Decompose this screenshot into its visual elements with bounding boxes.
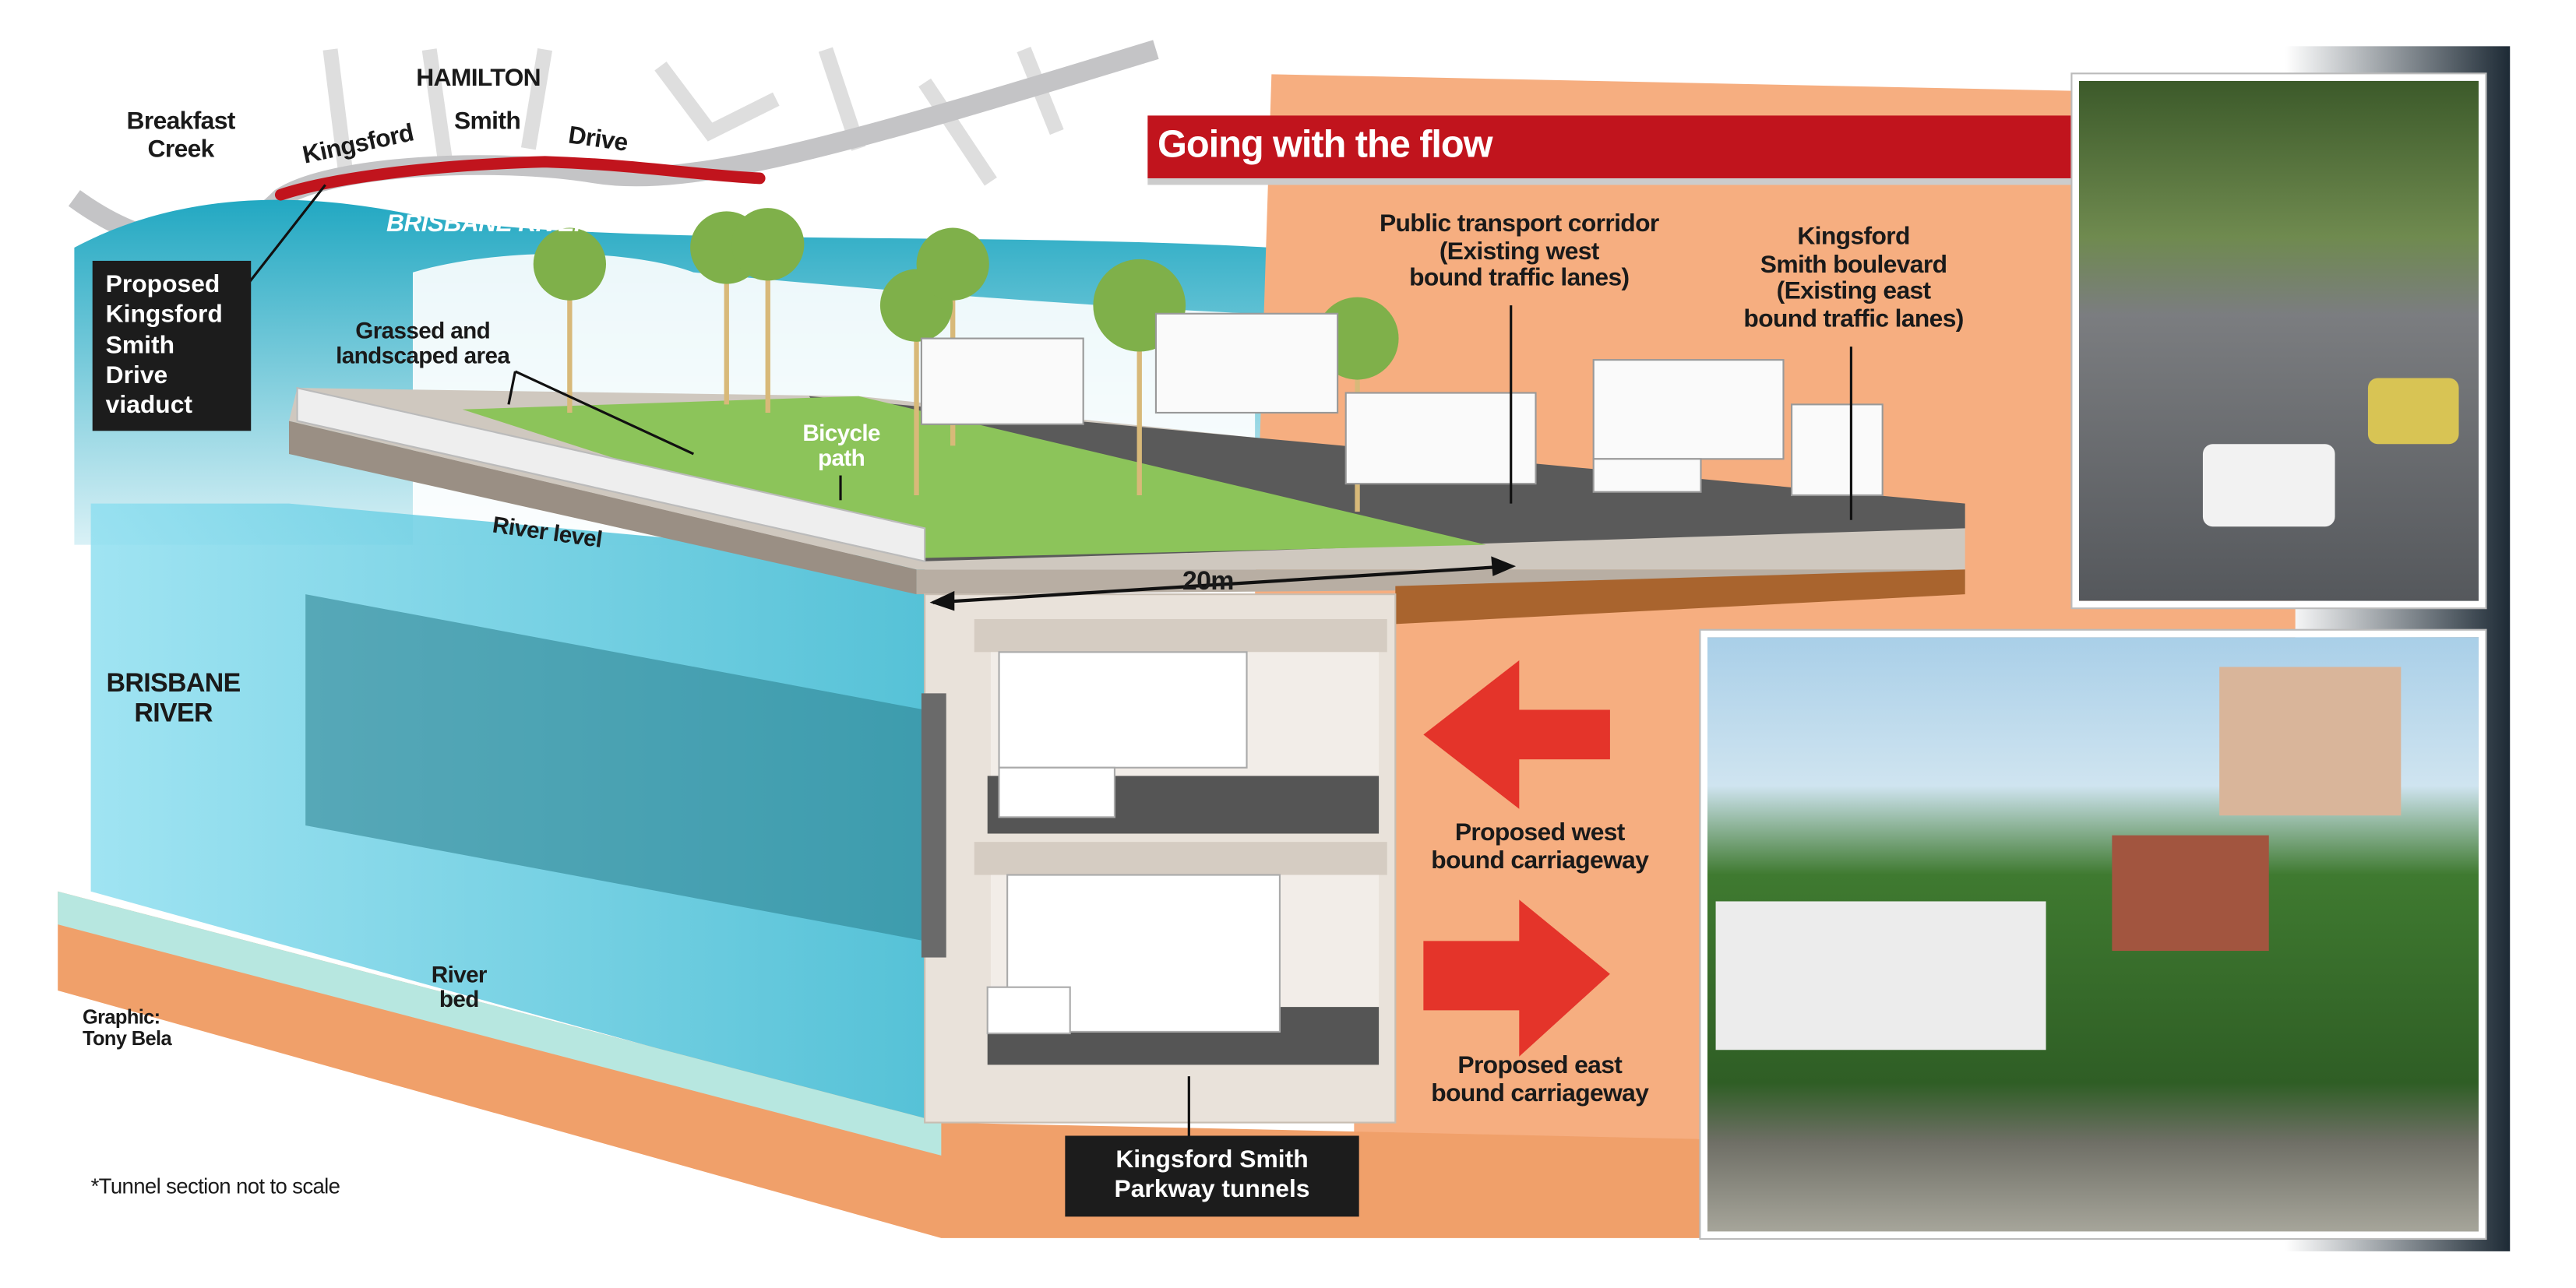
viaduct-line-4: Drive	[105, 361, 168, 390]
river-line-1: BRISBANE	[106, 670, 241, 699]
width-label: 20m	[1182, 568, 1235, 596]
grassed-line-2: landscaped area	[336, 342, 510, 369]
blvd-line-3: (Existing east	[1776, 277, 1932, 306]
bicycle-line-2: path	[818, 445, 865, 471]
viaduct-line-2: Kingsford	[105, 301, 223, 329]
tunnels-line-1: Kingsford Smith	[1115, 1145, 1309, 1174]
map-label-hamilton: HAMILTON	[416, 64, 541, 93]
photo-car-yellow	[2367, 378, 2459, 445]
viaduct-line-5: viaduct	[105, 391, 193, 420]
map-label-breakfast-creek: Breakfast Creek	[126, 107, 236, 163]
grassed-area	[462, 396, 1486, 558]
west-line-2: bound carriageway	[1431, 846, 1649, 875]
map-road-word-2: Smith	[453, 107, 521, 135]
page-title: Going with the flow	[1158, 121, 1493, 165]
pt-line-1: Public transport corridor	[1379, 209, 1659, 238]
viaduct-line-3: Smith	[105, 331, 175, 360]
map-label-river: BRISBANE RIVER	[386, 209, 592, 238]
credit-line-1: Graphic:	[82, 1005, 160, 1029]
footnote: *Tunnel section not to scale	[90, 1174, 340, 1199]
credit-line-2: Tony Bela	[82, 1026, 172, 1050]
river-line-2: RIVER	[134, 699, 213, 728]
photo-building	[2219, 667, 2402, 816]
proposed-viaduct-route	[274, 156, 766, 201]
photo-house	[2112, 835, 2269, 952]
viaduct-label: Proposed Kingsford Smith Drive viaduct	[92, 260, 252, 432]
bed-line-2: bed	[439, 986, 480, 1013]
west-line-1: Proposed west	[1454, 818, 1626, 847]
photo-apartments	[1715, 901, 2046, 1050]
blvd-line-1: Kingsford	[1797, 223, 1910, 252]
east-arrow	[1423, 899, 1610, 1057]
pt-line-3: bound traffic lanes)	[1409, 264, 1630, 293]
blvd-line-2: Smith boulevard	[1760, 250, 1947, 279]
blvd-line-4: bound traffic lanes)	[1743, 304, 1964, 333]
graphic-credit: Graphic:Tony Bela	[82, 1005, 172, 1050]
viaduct-line-1: Proposed	[105, 270, 220, 299]
east-line-1: Proposed east	[1457, 1051, 1623, 1080]
width-dimension	[932, 565, 1511, 604]
tunnel-section	[921, 593, 1397, 1124]
riverside-photo	[1700, 630, 2486, 1238]
photo-car	[2202, 444, 2335, 527]
pt-line-2: (Existing west	[1439, 237, 1600, 266]
title-bar: Going with the flow	[1147, 115, 2073, 178]
tunnels-line-2: Parkway tunnels	[1114, 1175, 1310, 1205]
traffic-photo	[2072, 74, 2486, 608]
east-line-2: bound carriageway	[1431, 1079, 1649, 1107]
bed-line-1: River	[431, 960, 488, 987]
bicycle-line-1: Bicycle	[802, 419, 880, 446]
grassed-line-1: Grassed and	[355, 317, 491, 343]
west-arrow	[1423, 660, 1610, 809]
surface-vehicles	[920, 312, 1884, 497]
